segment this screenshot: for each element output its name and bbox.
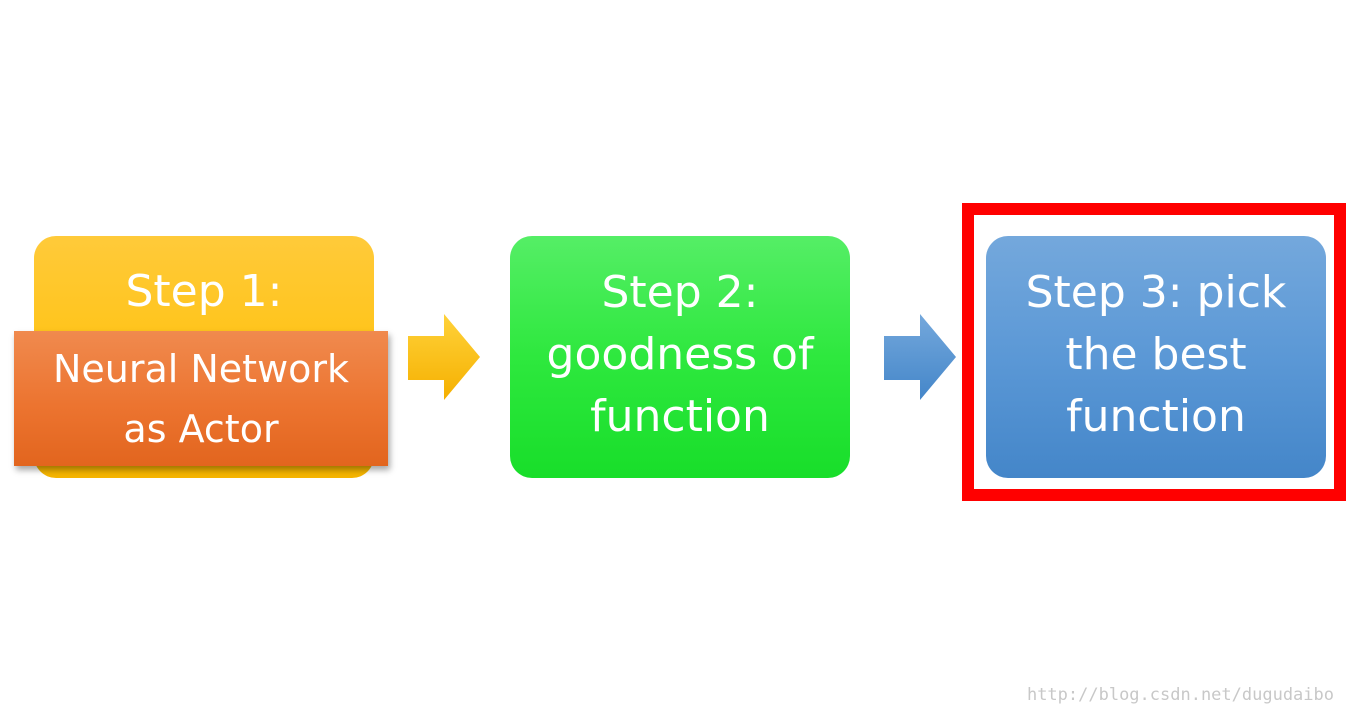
step2-line-2: goodness of	[546, 329, 814, 380]
actor-line-1: Neural Network	[52, 346, 350, 391]
step3-line-1: Step 3: pick	[1025, 267, 1287, 318]
watermark: http://blog.csdn.net/dugudaibo	[1026, 685, 1334, 705]
neural-network-actor-box: Neural Network as Actor	[14, 331, 388, 466]
step2-box: Step 2: goodness of function	[510, 236, 850, 478]
step1-title: Step 1:	[125, 266, 283, 317]
step3-box: Step 3: pick the best function	[986, 236, 1326, 478]
step2-line-1: Step 2:	[601, 267, 759, 318]
step3-line-2: the best	[1065, 329, 1247, 380]
step3-highlight-frame	[962, 203, 1346, 501]
actor-line-2: as Actor	[123, 406, 279, 451]
right-arrow-icon	[884, 314, 956, 400]
step2-line-3: function	[590, 391, 770, 442]
right-arrow-icon	[408, 314, 480, 400]
step3-line-3: function	[1066, 391, 1246, 442]
